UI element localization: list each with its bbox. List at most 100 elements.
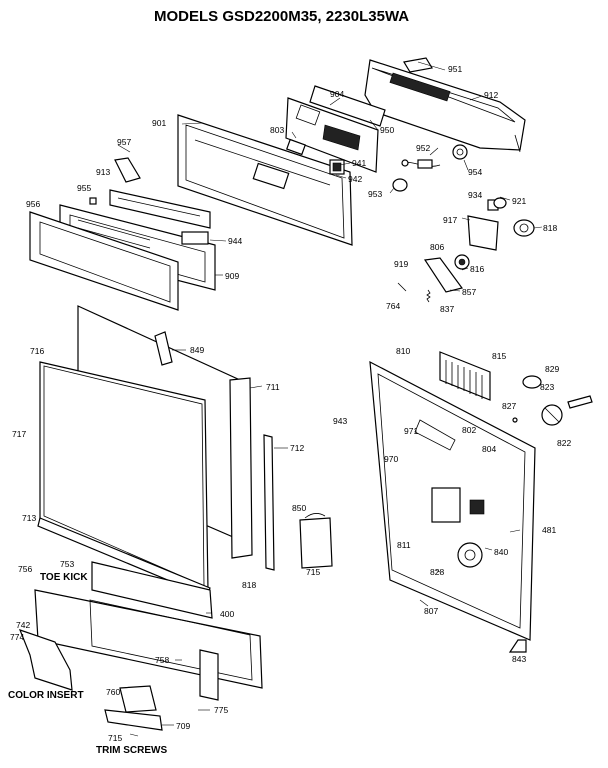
part-822-dispenser-knob [541, 404, 563, 426]
label-829: 829 [545, 364, 559, 374]
part-955-clip [89, 197, 97, 205]
part-912-control-bracket [364, 59, 526, 153]
label-806: 806 [430, 242, 444, 252]
label-811: 811 [397, 540, 411, 550]
label-818-bottom: 818 [242, 580, 256, 590]
label-810: 810 [396, 346, 410, 356]
label-775: 775 [214, 705, 228, 715]
label-822: 822 [557, 438, 571, 448]
label-823: 823 [540, 382, 554, 392]
part-941-942-switch [329, 159, 345, 175]
part-818-motor [513, 219, 535, 237]
label-901: 901 [152, 118, 166, 128]
part-760-bracket [119, 685, 157, 713]
caption-toe-kick: TOE KICK [40, 572, 88, 583]
part-823-cap [567, 395, 593, 409]
label-956: 956 [26, 199, 40, 209]
part-957-handle [114, 157, 141, 183]
part-815-vent [439, 351, 491, 401]
part-950-overlay [309, 85, 386, 127]
part-953-knob [392, 178, 408, 192]
part-829-knob [522, 375, 542, 389]
label-481: 481 [542, 525, 556, 535]
label-944: 944 [228, 236, 242, 246]
label-828: 828 [430, 567, 444, 577]
label-804: 804 [482, 444, 496, 454]
label-742: 742 [16, 620, 30, 630]
label-715-mid: 715 [306, 567, 320, 577]
part-753-toe-kick [91, 561, 213, 619]
part-951-bracket [403, 57, 433, 73]
part-921-knob [493, 197, 507, 209]
part-956-frame [29, 211, 179, 311]
leader-lines [117, 61, 543, 737]
part-827-screw [512, 417, 518, 423]
part-837-spring [426, 289, 431, 303]
part-954-knob [452, 144, 468, 160]
part-904-control-board [285, 97, 379, 173]
label-753: 753 [60, 559, 74, 569]
label-713: 713 [22, 513, 36, 523]
label-816: 816 [470, 264, 484, 274]
label-917: 917 [443, 215, 457, 225]
label-919: 919 [394, 259, 408, 269]
label-815: 815 [492, 351, 506, 361]
label-400: 400 [220, 609, 234, 619]
label-802: 802 [462, 425, 476, 435]
label-909: 909 [225, 271, 239, 281]
label-904: 904 [330, 89, 344, 99]
part-944-label [181, 231, 209, 245]
label-952: 952 [416, 143, 430, 153]
label-850: 850 [292, 503, 306, 513]
label-716: 716 [30, 346, 44, 356]
label-717: 717 [12, 429, 26, 439]
part-843-hinge [508, 639, 527, 653]
part-816-gear [454, 254, 470, 270]
label-818-top: 818 [543, 223, 557, 233]
part-919-latch [423, 257, 464, 293]
label-711: 711 [266, 382, 280, 392]
label-803: 803 [270, 125, 284, 135]
part-807-inner-door [369, 360, 536, 641]
label-957: 957 [117, 137, 131, 147]
part-756-lower-panel [34, 589, 263, 701]
label-827: 827 [502, 401, 516, 411]
part-952-harness [401, 159, 441, 169]
label-943: 943 [333, 416, 347, 426]
label-837: 837 [440, 304, 454, 314]
label-712: 712 [290, 443, 304, 453]
label-950: 950 [380, 125, 394, 135]
label-849: 849 [190, 345, 204, 355]
label-857: 857 [462, 287, 476, 297]
label-942: 942 [348, 174, 362, 184]
part-764-screw [397, 282, 407, 292]
label-774: 774 [10, 632, 24, 642]
label-971: 971 [404, 426, 418, 436]
label-951: 951 [448, 64, 462, 74]
part-849-bracket [154, 331, 173, 366]
label-934: 934 [468, 190, 482, 200]
label-843: 843 [512, 654, 526, 664]
caption-color-insert: COLOR INSERT [8, 690, 84, 701]
part-901-console [177, 114, 353, 246]
label-953: 953 [368, 189, 382, 199]
label-941: 941 [352, 158, 366, 168]
label-840: 840 [494, 547, 508, 557]
part-709-trim [104, 709, 163, 731]
part-labels: 951 912 904 950 901 803 957 952 941 954 … [10, 64, 571, 743]
label-760: 760 [106, 687, 120, 697]
part-774-color-insert [18, 629, 73, 691]
part-803-switch [286, 138, 306, 156]
diagram-title: MODELS GSD2200M35, 2230L35WA [154, 8, 409, 25]
label-970: 970 [384, 454, 398, 464]
label-955: 955 [77, 183, 91, 193]
label-807: 807 [424, 606, 438, 616]
caption-trim-screws: TRIM SCREWS [96, 745, 167, 756]
label-715-bottom: 715 [108, 733, 122, 743]
label-921: 921 [512, 196, 526, 206]
part-850-hinge [299, 513, 333, 569]
label-758: 758 [155, 655, 169, 665]
label-764: 764 [386, 301, 400, 311]
label-709: 709 [176, 721, 190, 731]
